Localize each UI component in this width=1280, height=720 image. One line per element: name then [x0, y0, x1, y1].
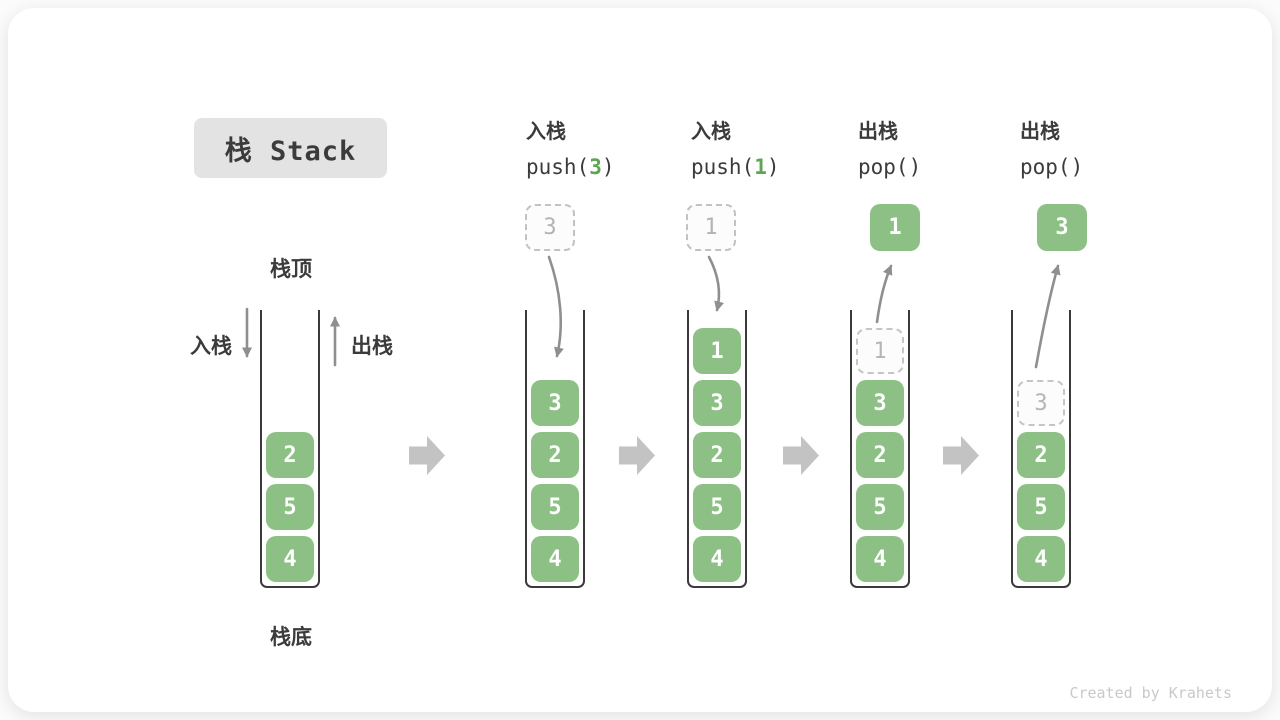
- operation-code: push(1): [691, 155, 780, 179]
- operation-code: pop(): [858, 155, 922, 179]
- operation-label: 出栈: [858, 121, 898, 143]
- operation-code: push(3): [526, 155, 615, 179]
- stack-item: 2: [1017, 432, 1065, 478]
- step-arrow-icon: [619, 436, 655, 475]
- push-direction-label: 入栈: [190, 335, 232, 358]
- stack-item-ghost: 3: [1017, 380, 1065, 426]
- column-header-pop-2: 出栈 pop(): [1020, 115, 1170, 179]
- operation-label: 出栈: [1020, 121, 1060, 143]
- stack-container-after-push-1: 4 5 2 3 1: [687, 310, 747, 588]
- step-arrow-icon: [943, 436, 979, 475]
- stack-container-after-pop-3: 4 5 2 3: [1011, 310, 1071, 588]
- stack-item: 5: [693, 484, 741, 530]
- stack-item: 1: [693, 328, 741, 374]
- figure-card: 栈 Stack 栈顶 栈底 入栈 出栈 入栈 push(3) 入栈 push(1…: [8, 8, 1272, 712]
- stack-item: 2: [266, 432, 314, 478]
- incoming-element-box: 1: [686, 204, 736, 251]
- stack-item-ghost: 1: [856, 328, 904, 374]
- stack-item: 2: [531, 432, 579, 478]
- stack-item: 5: [266, 484, 314, 530]
- column-header-push-1: 入栈 push(1): [691, 115, 841, 179]
- stack-item: 3: [693, 380, 741, 426]
- popped-element-box: 1: [870, 204, 920, 251]
- stack-item: 5: [531, 484, 579, 530]
- stack-container-after-pop-1: 4 5 2 3 1: [850, 310, 910, 588]
- figure-title: 栈 Stack: [194, 118, 387, 178]
- code-argument: 1: [754, 155, 767, 179]
- stack-container-initial: 4 5 2: [260, 310, 320, 588]
- stack-item: 4: [1017, 536, 1065, 582]
- incoming-element-box: 3: [525, 204, 575, 251]
- stack-item: 2: [856, 432, 904, 478]
- stack-item: 5: [856, 484, 904, 530]
- stack-item: 4: [856, 536, 904, 582]
- code-argument: 3: [589, 155, 602, 179]
- stack-item: 4: [693, 536, 741, 582]
- stack-item: 3: [531, 380, 579, 426]
- watermark: Created by Krahets: [1069, 684, 1232, 702]
- stack-top-label: 栈顶: [270, 258, 312, 281]
- stack-item: 5: [1017, 484, 1065, 530]
- popped-element-box: 3: [1037, 204, 1087, 251]
- stack-item: 2: [693, 432, 741, 478]
- column-header-pop-1: 出栈 pop(): [858, 115, 1008, 179]
- column-header-push-3: 入栈 push(3): [526, 115, 676, 179]
- stack-item: 4: [266, 536, 314, 582]
- step-arrow-icon: [783, 436, 819, 475]
- operation-code: pop(): [1020, 155, 1084, 179]
- step-arrow-icon: [409, 436, 445, 475]
- operation-label: 入栈: [691, 121, 731, 143]
- push-1-curve-arrow-icon: [707, 255, 724, 312]
- stack-bottom-label: 栈底: [270, 626, 312, 649]
- stack-item: 4: [531, 536, 579, 582]
- operation-label: 入栈: [526, 121, 566, 143]
- stack-container-after-push-3: 4 5 2 3: [525, 310, 585, 588]
- pop-direction-label: 出栈: [351, 335, 393, 358]
- stack-item: 3: [856, 380, 904, 426]
